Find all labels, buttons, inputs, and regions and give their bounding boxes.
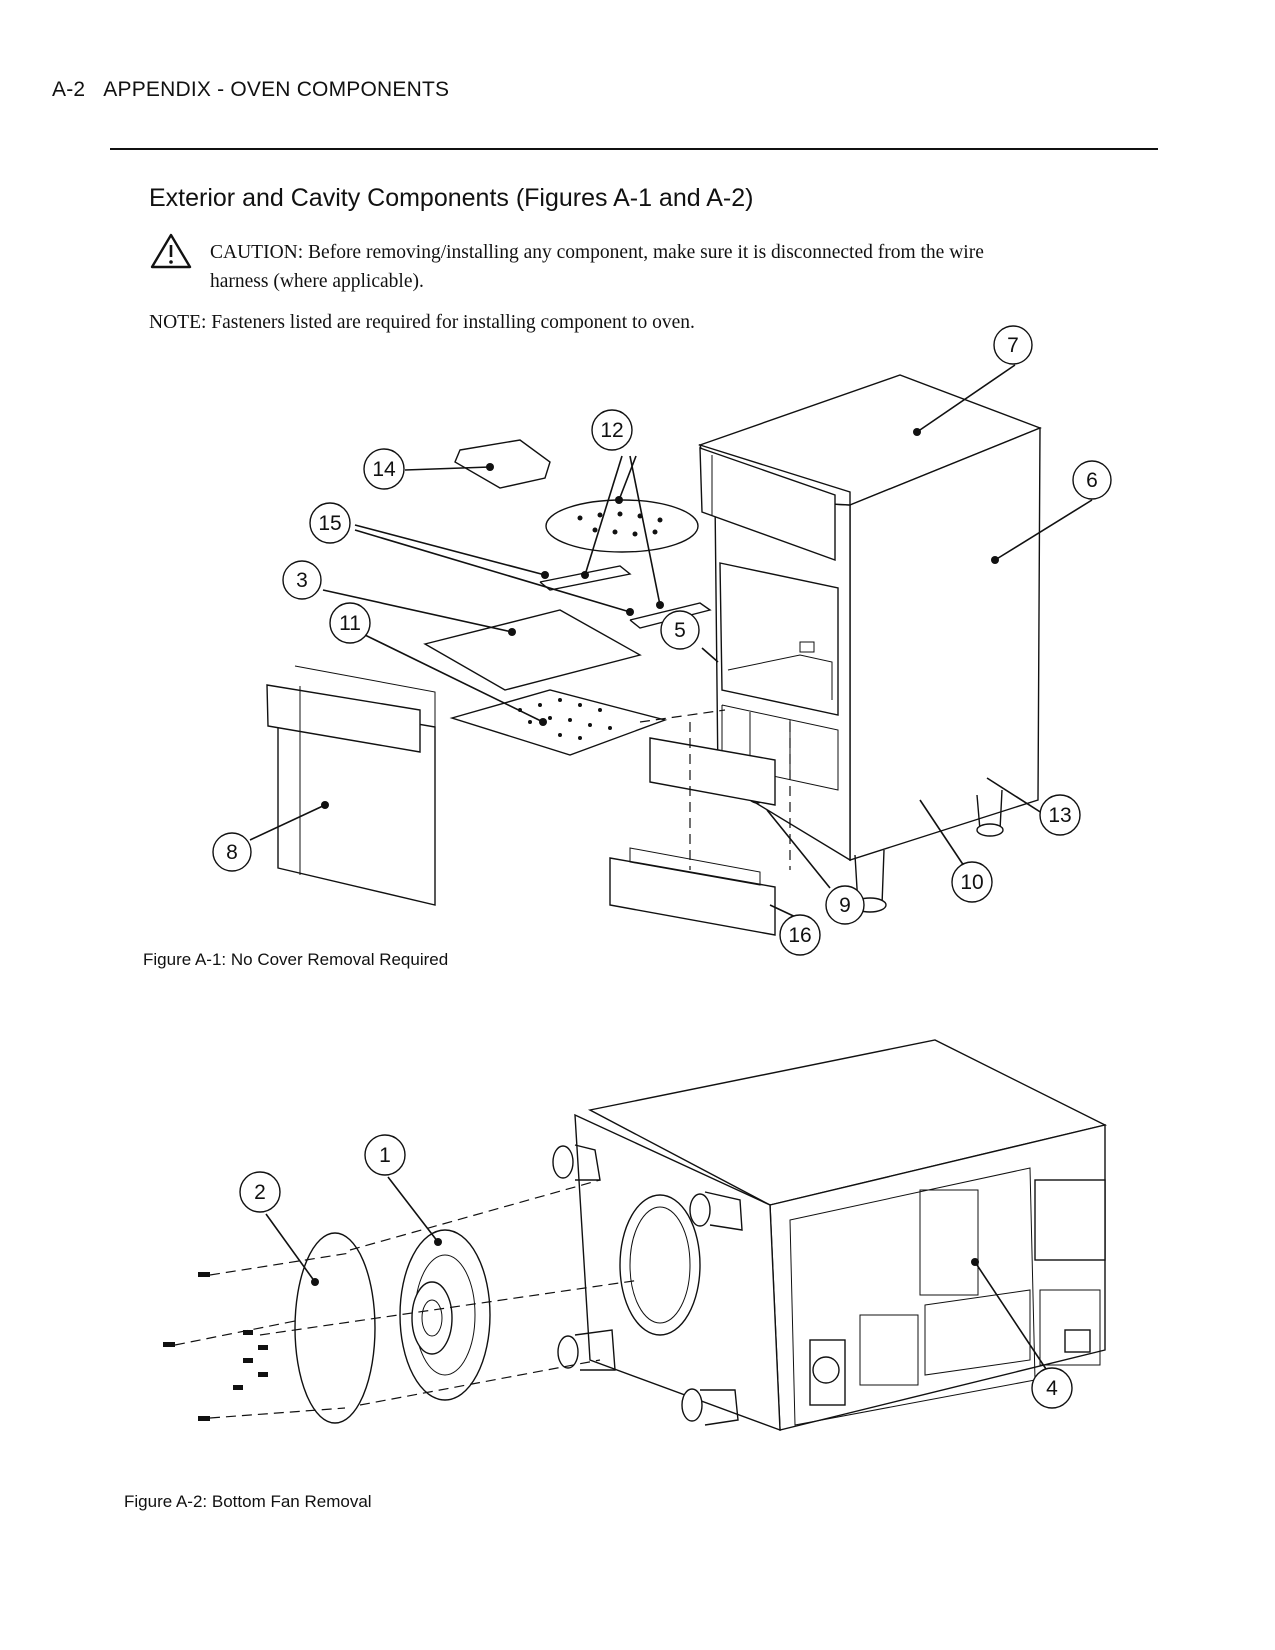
figure-a1-diagram: 7 6 12 14 15 3 11 5 8 13 10 9 16: [212, 325, 1112, 956]
svg-text:7: 7: [1007, 334, 1019, 357]
callout-7: 7: [993, 325, 1033, 365]
svg-text:2: 2: [254, 1181, 266, 1204]
svg-text:9: 9: [839, 894, 851, 917]
svg-text:5: 5: [674, 619, 686, 642]
callout-8: 8: [212, 832, 252, 872]
header-rule: [110, 148, 1158, 150]
oven-underside: [552, 1039, 1108, 1432]
svg-text:16: 16: [788, 924, 811, 947]
part-14-shield: [454, 439, 551, 489]
svg-text:1: 1: [379, 1144, 391, 1167]
running-head: A-2 APPENDIX - OVEN COMPONENTS: [52, 78, 449, 102]
part-11-perforated-tray: [449, 689, 668, 756]
callout-4: 4: [1031, 1367, 1073, 1409]
callout-5: 5: [660, 610, 700, 650]
figure-a2-caption: Figure A-2: Bottom Fan Removal: [124, 1492, 372, 1511]
callout-15: 15: [309, 502, 351, 544]
part-2-cover-plate: [294, 1232, 376, 1424]
tray-holes: [518, 698, 612, 740]
part-3-tray: [423, 609, 642, 691]
figure-a1-caption: Figure A-1: No Cover Removal Required: [143, 950, 449, 969]
svg-text:10: 10: [960, 871, 983, 894]
svg-text:15: 15: [318, 512, 341, 535]
callout-11: 11: [329, 602, 371, 644]
callout-2: 2: [239, 1171, 281, 1213]
callout-10: 10: [951, 861, 993, 903]
svg-text:4: 4: [1046, 1377, 1058, 1400]
part-15-bracket-rear: [629, 602, 712, 629]
part-9-frame: [649, 737, 776, 806]
svg-text:12: 12: [600, 419, 623, 442]
note-text: NOTE: Fasteners listed are required for …: [149, 312, 695, 333]
svg-text:8: 8: [226, 841, 238, 864]
part-16-crumb-tray: [609, 847, 776, 936]
screws: [163, 1272, 268, 1421]
callout-13: 13: [1039, 794, 1081, 836]
callout-6: 6: [1072, 460, 1112, 500]
svg-text:6: 6: [1086, 469, 1098, 492]
caution-text: CAUTION: Before removing/installing any …: [210, 238, 1110, 296]
svg-text:14: 14: [372, 458, 396, 481]
warning-triangle-icon: [150, 233, 192, 269]
caution-line-2: harness (where applicable).: [210, 271, 424, 292]
svg-text:13: 13: [1048, 804, 1071, 827]
part-8-door: [266, 665, 436, 906]
callout-16: 16: [779, 914, 821, 956]
callout-1: 1: [364, 1134, 406, 1176]
part-1-blower-wheel: [399, 1229, 491, 1401]
callout-14: 14: [363, 448, 405, 490]
running-head-title: APPENDIX - OVEN COMPONENTS: [103, 78, 450, 101]
section-title: Exterior and Cavity Components (Figures …: [149, 184, 754, 212]
page-number: A-2: [52, 78, 86, 101]
caution-line-1: CAUTION: Before removing/installing any …: [210, 242, 984, 263]
svg-text:11: 11: [339, 612, 361, 635]
callout-9: 9: [825, 885, 865, 925]
svg-text:3: 3: [296, 569, 308, 592]
callout-3: 3: [282, 560, 322, 600]
callout-12: 12: [591, 409, 633, 451]
